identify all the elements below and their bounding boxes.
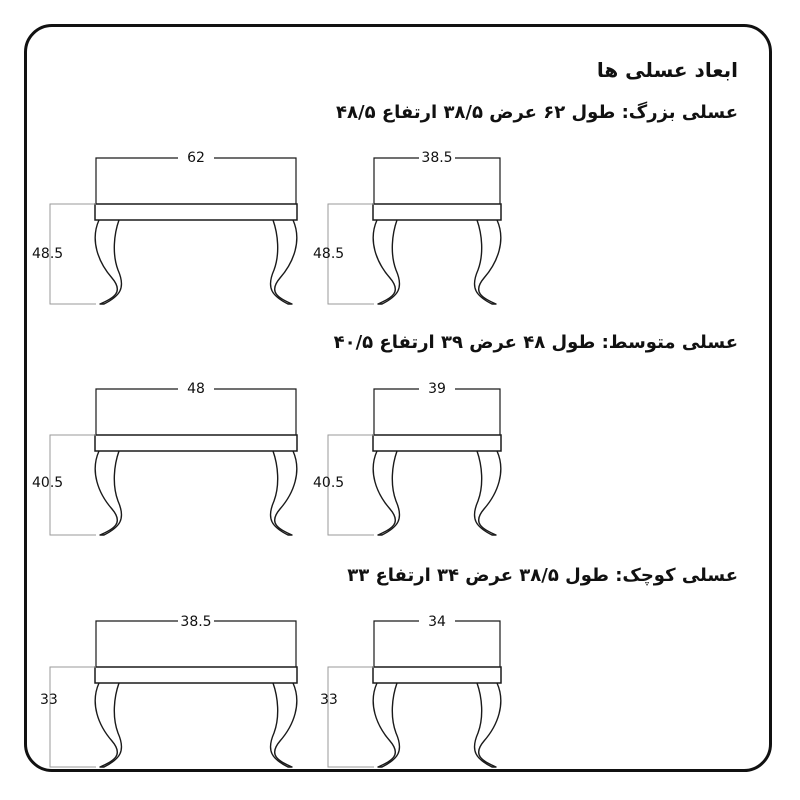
small-side-view: 34 33 [320, 614, 502, 768]
large-length-label: 62 [187, 150, 205, 166]
height-dimension-line [49, 434, 96, 536]
small-front-height-label: 33 [40, 692, 58, 708]
small-side-height-label: 33 [320, 692, 338, 708]
page-title: ابعاد عسلی ها [596, 58, 738, 82]
right-leg [473, 219, 502, 305]
medium-width-label: 39 [428, 381, 446, 397]
large-side-view: 38.5 48.5 [313, 150, 502, 305]
top-dimension-line [373, 157, 501, 204]
table-apron [94, 666, 298, 684]
small-width-label: 34 [428, 614, 446, 630]
table-apron [372, 203, 502, 221]
height-dimension-line [49, 666, 96, 768]
right-leg [473, 450, 502, 536]
left-leg [372, 682, 401, 768]
right-leg [269, 450, 298, 536]
right-leg [269, 219, 298, 305]
large-width-label: 38.5 [421, 150, 452, 166]
left-leg [94, 682, 123, 768]
table-apron [94, 434, 298, 452]
medium-front-height-label: 40.5 [32, 475, 63, 491]
heading-large-table: عسلی بزرگ: طول ۶۲ عرض ۳۸/۵ ارتفاع ۴۸/۵ [336, 102, 738, 123]
top-dimension-line [373, 620, 501, 667]
right-leg [269, 682, 298, 768]
height-dimension-line [327, 434, 374, 536]
table-apron [372, 434, 502, 452]
right-leg [473, 682, 502, 768]
height-dimension-line [327, 666, 374, 768]
large-side-height-label: 48.5 [313, 246, 344, 262]
top-dimension-line [95, 388, 297, 435]
outer-frame [24, 24, 772, 772]
medium-length-label: 48 [187, 381, 205, 397]
height-dimension-line [327, 203, 374, 305]
height-dimension-line [49, 203, 96, 305]
table-apron [372, 666, 502, 684]
top-dimension-line [373, 388, 501, 435]
medium-front-view: 48 40.5 [32, 381, 298, 536]
medium-side-height-label: 40.5 [313, 475, 344, 491]
table-apron [94, 203, 298, 221]
top-dimension-line [95, 620, 297, 667]
left-leg [372, 450, 401, 536]
medium-side-view: 39 40.5 [313, 381, 502, 536]
small-front-view: 38.5 33 [40, 614, 298, 768]
left-leg [372, 219, 401, 305]
left-leg [94, 219, 123, 305]
large-front-view: 62 48.5 [32, 150, 298, 305]
left-leg [94, 450, 123, 536]
top-dimension-line [95, 157, 297, 204]
heading-small-table: عسلی کوچک: طول ۳۸/۵ عرض ۳۴ ارتفاع ۳۳ [347, 565, 738, 586]
heading-medium-table: عسلی متوسط: طول ۴۸ عرض ۳۹ ارتفاع ۴۰/۵ [333, 332, 738, 353]
large-front-height-label: 48.5 [32, 246, 63, 262]
small-length-label: 38.5 [180, 614, 211, 630]
